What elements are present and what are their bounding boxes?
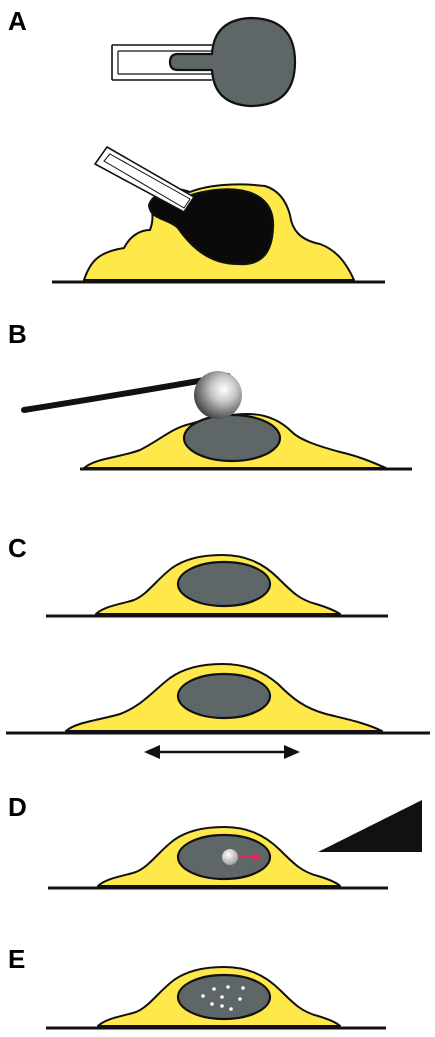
gradient-wedge-icon xyxy=(318,800,422,852)
bead-icon xyxy=(194,371,242,419)
aspirated-nucleus-icon xyxy=(168,16,297,108)
panel-label-a: A xyxy=(8,6,27,36)
displacement-arrow-icon xyxy=(238,853,262,861)
panel-b: B xyxy=(8,319,412,471)
micropipette-icon xyxy=(93,145,196,214)
particle-icon xyxy=(222,849,238,865)
panel-c: C xyxy=(6,533,430,759)
cell-stretched-icon xyxy=(65,663,383,732)
aspirated-cell-icon xyxy=(83,145,355,281)
cell-icon xyxy=(97,966,341,1027)
panel-e: E xyxy=(8,944,386,1030)
double-arrow-icon xyxy=(144,745,300,759)
cell-icon xyxy=(83,413,387,469)
panel-label-c: C xyxy=(8,533,27,563)
aspirated-nucleus-group xyxy=(111,16,297,108)
panel-label-d: D xyxy=(8,792,27,822)
panel-label-b: B xyxy=(8,319,27,349)
panel-label-e: E xyxy=(8,944,25,974)
micropipette-icon xyxy=(111,44,212,81)
panel-a: A xyxy=(8,6,385,284)
panel-d: D xyxy=(8,792,422,890)
granules-icon xyxy=(201,985,245,1011)
cell-icon xyxy=(97,826,341,887)
cell-icon xyxy=(95,554,341,615)
